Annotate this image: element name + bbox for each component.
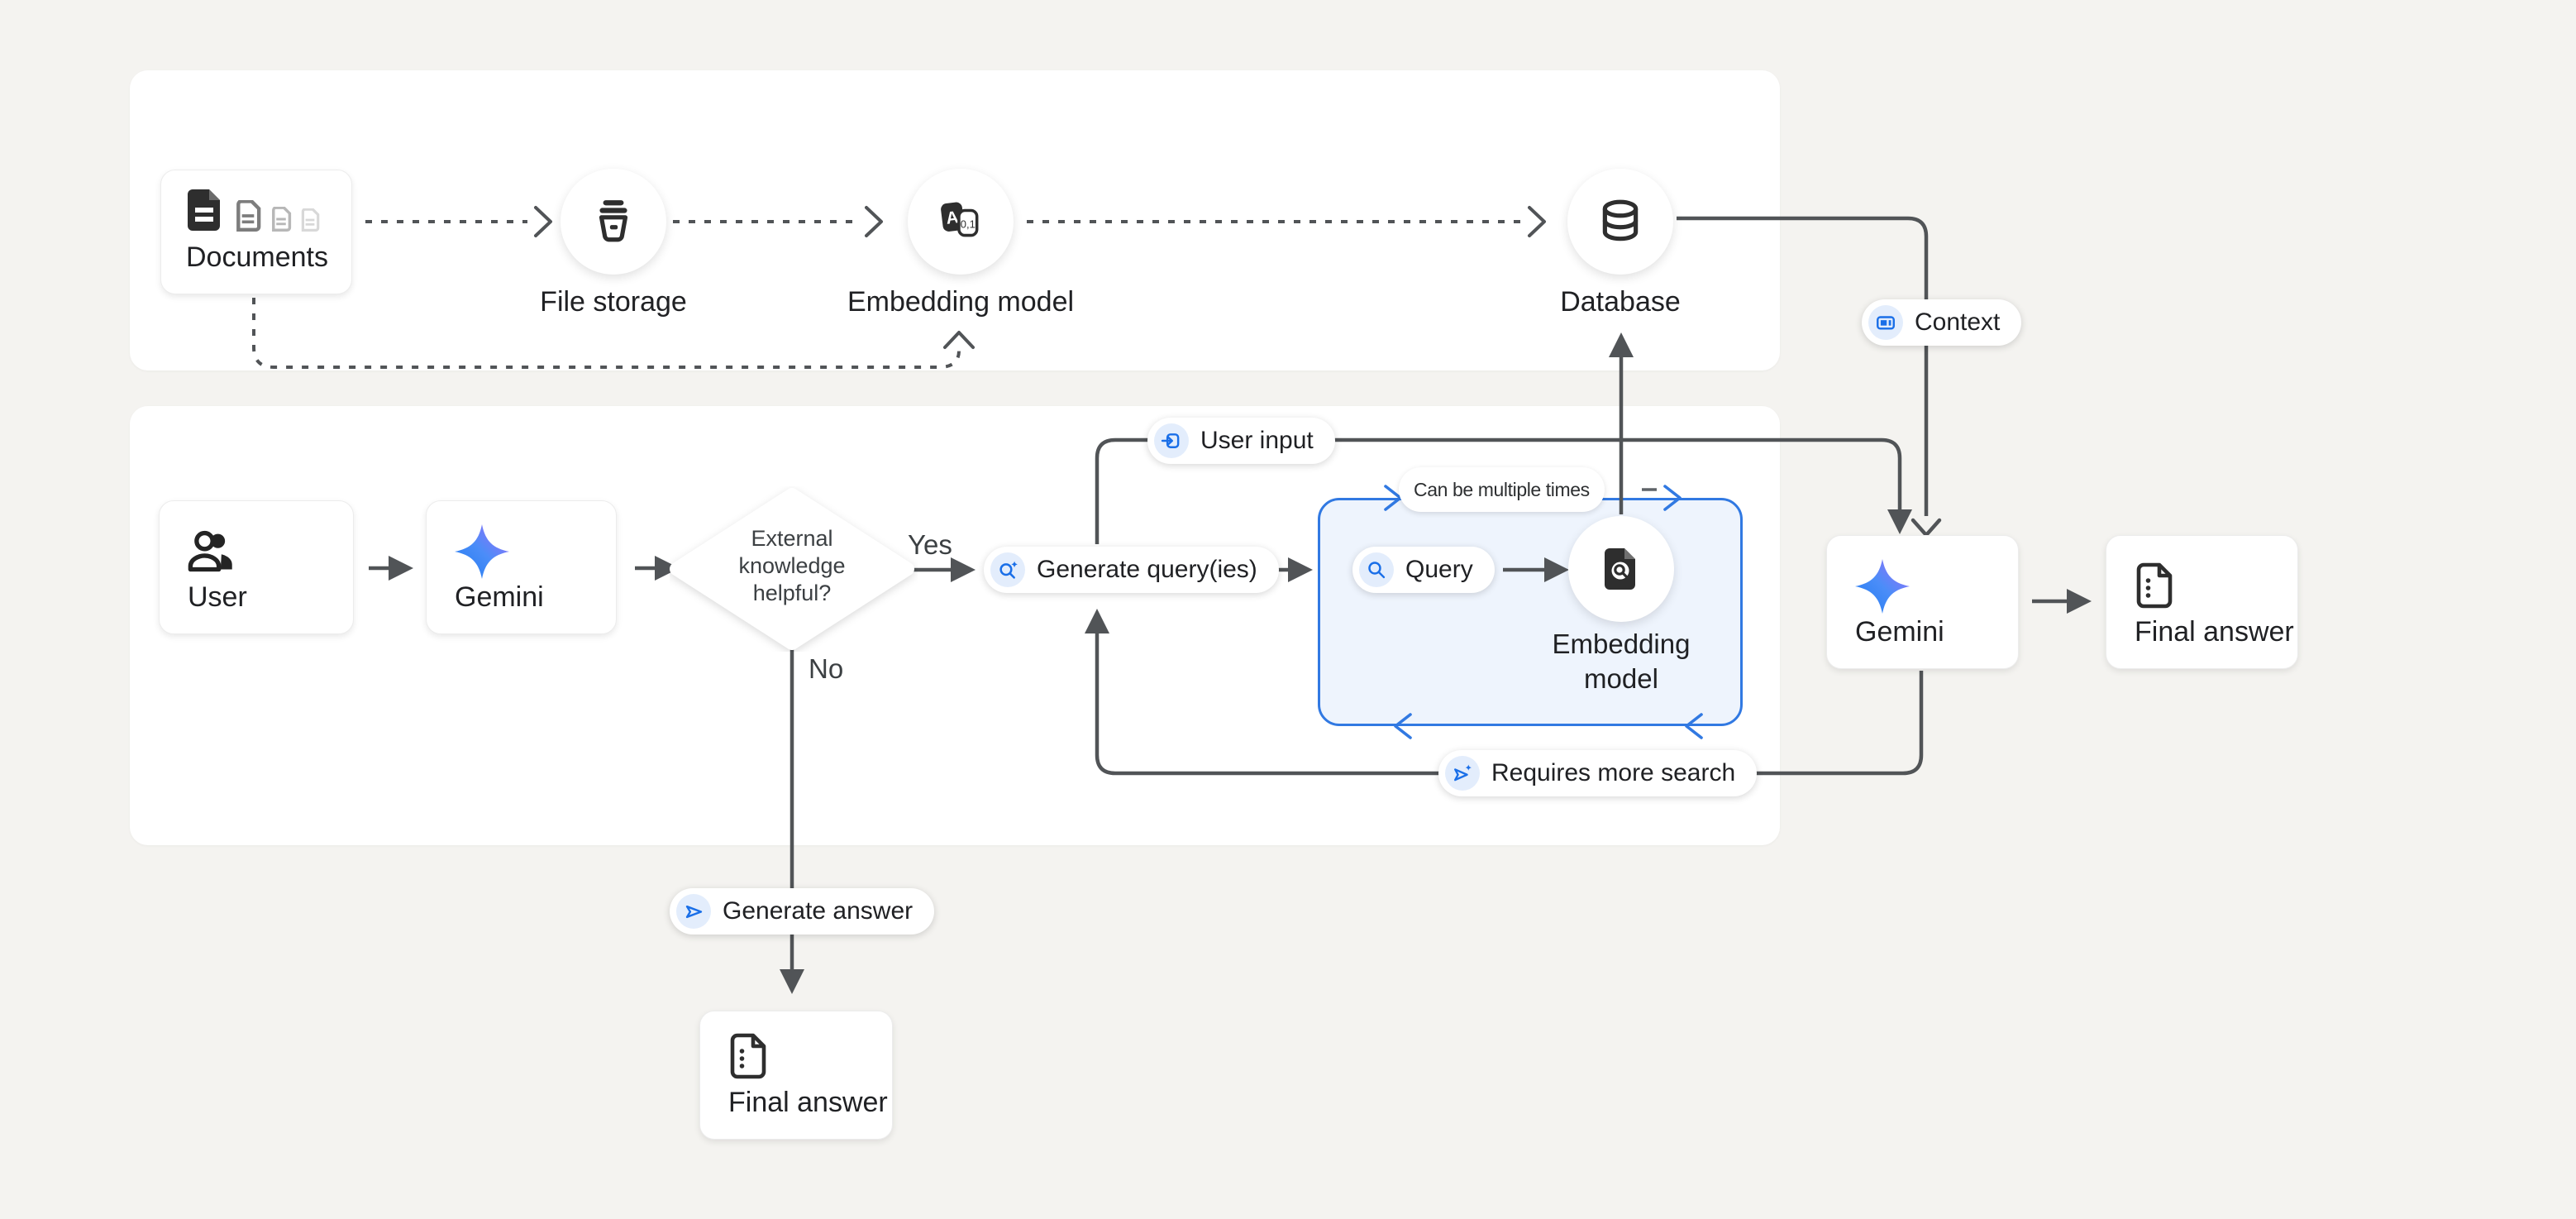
can-be-multiple-times-pill: Can be multiple times (1399, 467, 1605, 512)
gemini-left-label: Gemini (455, 581, 544, 613)
embedding-model-query-label: Embedding model (1552, 629, 1691, 694)
query-loop-box (1318, 498, 1743, 726)
embedding-model-query-node (1568, 516, 1674, 622)
gemini-left-card: Gemini (426, 500, 617, 634)
query-pill-label: Query (1405, 556, 1473, 583)
database-icon (1602, 199, 1639, 241)
search-icon (1359, 552, 1394, 587)
file-storage-node (561, 169, 666, 275)
context-icon (1868, 305, 1903, 340)
decision-line2: knowledge (738, 553, 845, 578)
bucket-icon (599, 200, 628, 242)
user-input-icon (1154, 423, 1189, 458)
gemini-right-card: Gemini (1826, 535, 2019, 669)
documents-label: Documents (186, 241, 328, 273)
context-pill-label: Context (1915, 308, 2001, 336)
user-label: User (188, 581, 247, 613)
database-label: Database (1560, 286, 1681, 318)
documents-card: Documents (160, 170, 352, 294)
generate-answer-label: Generate answer (723, 897, 914, 925)
query-pill: Query (1352, 547, 1495, 593)
requires-more-search-label: Requires more search (1491, 759, 1736, 786)
user-icon (186, 528, 236, 578)
context-pill: Context (1862, 299, 2022, 346)
can-be-multiple-times-label: Can be multiple times (1414, 478, 1590, 500)
user-input-pill: User input (1147, 418, 1335, 464)
user-input-pill-label: User input (1200, 427, 1314, 454)
solid-arrowheads (389, 332, 2092, 994)
database-node (1567, 169, 1673, 275)
final-answer-bottom-card: Final answer (699, 1011, 893, 1140)
chevron-arrowheads (1911, 518, 1942, 538)
gemini-right-label: Gemini (1855, 616, 1944, 648)
send-icon (676, 894, 711, 929)
requires-more-search-pill: Requires more search (1438, 750, 1758, 796)
send-spark-icon (1445, 756, 1480, 791)
final-answer-right-card: Final answer (2106, 535, 2298, 669)
no-label: No (809, 653, 844, 684)
gemini-icon-right (1853, 557, 1911, 619)
yes-label: Yes (908, 529, 952, 560)
decision-line1: External (751, 526, 832, 551)
documents-icon (184, 189, 322, 232)
final-answer-bottom-label: Final answer (728, 1087, 888, 1118)
search-spark-icon (990, 552, 1025, 587)
final-answer-right-label: Final answer (2135, 616, 2294, 648)
generate-queries-label: Generate query(ies) (1037, 556, 1257, 583)
generate-queries-pill: Generate query(ies) (984, 547, 1279, 593)
gemini-icon (453, 523, 511, 585)
loop-arrowheads (1384, 485, 1703, 739)
decision-diamond: External knowledge helpful? (670, 488, 914, 650)
final-answer-icon-bottom (727, 1033, 773, 1083)
svg-text:A: A (945, 208, 960, 228)
file-storage-label: File storage (540, 286, 687, 318)
document-search-icon (1605, 548, 1635, 590)
user-card: User (159, 500, 354, 634)
final-answer-icon-right (2133, 562, 2179, 613)
decision-line3: helpful? (753, 581, 832, 605)
dashed-wires (252, 220, 1521, 369)
solid-wires (369, 216, 2067, 969)
svg-text:0,1: 0,1 (961, 218, 976, 230)
embedding-model-top-label: Embedding model (847, 286, 1075, 318)
generate-answer-pill: Generate answer (670, 888, 935, 935)
dashed-arrowheads (534, 206, 1546, 349)
